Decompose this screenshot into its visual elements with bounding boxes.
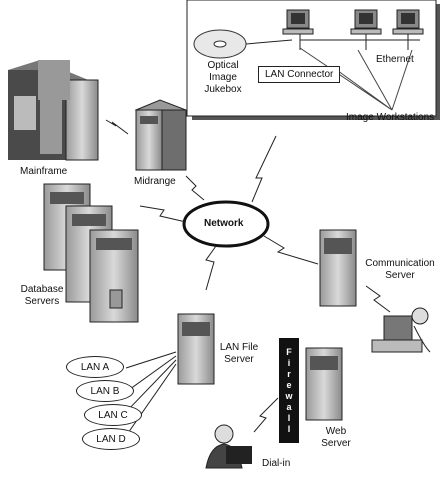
workstation-icon	[392, 9, 424, 35]
lan-node: LAN B	[76, 380, 134, 402]
firewall-letter: i	[287, 357, 291, 368]
firewall-letter: a	[286, 401, 292, 412]
optical-jukebox-label: Optical Image Jukebox	[204, 60, 242, 95]
image-workstations-label: Image Workstations	[346, 112, 435, 123]
link-line	[125, 351, 177, 437]
network-label: Network	[204, 218, 244, 229]
mainframe-label: Mainframe	[20, 166, 68, 177]
firewall-letter: l	[287, 412, 291, 423]
workstation-icon	[282, 9, 314, 35]
operator-icon	[371, 307, 431, 353]
firewall-letter: l	[287, 423, 291, 434]
mainframe-icon	[8, 60, 99, 161]
lan-file-server-label: LAN File Server	[219, 342, 259, 365]
link-line	[253, 397, 279, 433]
link-line	[139, 205, 187, 223]
lan-node: LAN A	[66, 356, 124, 378]
lan-node: LAN C	[84, 404, 142, 426]
communication-server-label: Communication Server	[365, 258, 435, 281]
midrange-label: Midrange	[134, 176, 176, 187]
firewall-letter: e	[286, 379, 292, 390]
link-line	[205, 245, 217, 291]
ethernet-label: Ethernet	[376, 54, 414, 65]
lan-node: LAN D	[82, 428, 140, 450]
firewall-letter: w	[285, 390, 293, 401]
midrange-icon	[134, 99, 188, 171]
link-line	[251, 135, 277, 203]
communication-server-icon	[319, 229, 357, 307]
database-servers-label: Database Servers	[20, 284, 64, 307]
lan-file-server-icon	[177, 313, 215, 385]
link-line	[365, 285, 391, 313]
firewall-letter: F	[286, 346, 292, 357]
web-server-label: Web Server	[321, 426, 351, 449]
lan-connector-label: LAN Connector	[258, 66, 341, 83]
link-line	[105, 119, 129, 135]
firewall-letter: r	[287, 368, 291, 379]
dial-in-user-icon	[205, 424, 252, 469]
database-server-icon	[89, 229, 139, 323]
network-hub	[182, 200, 270, 248]
web-server-icon	[305, 347, 343, 421]
optical-disc-icon	[193, 29, 247, 59]
link-lines	[105, 119, 391, 437]
link-line	[185, 175, 205, 201]
dial-in-label: Dial-in	[262, 458, 291, 469]
workstation-icon	[350, 9, 382, 35]
link-line	[263, 235, 319, 265]
